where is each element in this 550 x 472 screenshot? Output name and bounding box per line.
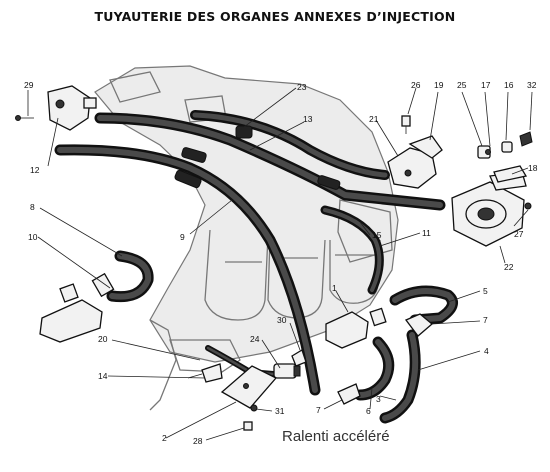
callout-24: 24 (250, 334, 260, 344)
callout-29: 29 (24, 80, 34, 90)
callout-19: 19 (434, 80, 444, 90)
callout-20: 20 (98, 334, 108, 344)
diagram-title: TUYAUTERIE DES ORGANES ANNEXES D’INJECTI… (94, 9, 456, 24)
hose-4 (379, 329, 421, 424)
callout-18: 18 (528, 163, 538, 173)
callout-5: 5 (483, 286, 488, 296)
part-26-bolt (401, 115, 411, 134)
callout-6: 6 (366, 406, 371, 416)
part-31-28-bolts (243, 404, 258, 431)
callout-2: 2 (162, 433, 167, 443)
hose-6 (354, 336, 395, 401)
part-12-valve (47, 85, 97, 131)
callout-13: 13 (303, 114, 313, 124)
hose-23-top (190, 110, 390, 180)
sleeve-mid (317, 175, 341, 190)
part-22-actuator (451, 171, 527, 247)
part-10-tee (39, 272, 115, 343)
callout-10: 10 (28, 232, 38, 242)
callout-28: 28 (193, 436, 203, 446)
callout-14: 14 (98, 371, 108, 381)
leader-lines (27, 87, 533, 441)
callout-3: 3 (376, 394, 381, 404)
hose-5 (389, 285, 458, 326)
part-24-sensor (273, 363, 301, 379)
sleeve-lower (174, 169, 202, 189)
callout-17: 17 (481, 80, 491, 90)
part-14-nozzle (187, 363, 223, 383)
callout-22: 22 (504, 262, 514, 272)
part-17-16-32-fittings (477, 131, 533, 159)
hoses (54, 110, 458, 424)
callout-7-right: 7 (483, 315, 488, 325)
callout-15: 15 (372, 230, 382, 240)
callout-4: 4 (484, 346, 489, 356)
callout-27: 27 (514, 229, 524, 239)
callout-30: 30 (277, 315, 287, 325)
callout-21: 21 (369, 114, 379, 124)
callout-8: 8 (30, 202, 35, 212)
part-7-fittings (337, 383, 361, 405)
callout-12: 12 (30, 165, 40, 175)
callout-1: 1 (332, 283, 337, 293)
callout-31: 31 (275, 406, 285, 416)
part-18-bracket (493, 165, 528, 183)
callout-25: 25 (457, 80, 467, 90)
part-21-regulator (387, 135, 443, 189)
part-1-tee (325, 307, 387, 349)
callout-9: 9 (180, 232, 185, 242)
hose-15 (320, 205, 384, 295)
part-29-screw (15, 115, 34, 121)
part-30-union (291, 349, 307, 367)
hose-9-long (54, 144, 321, 396)
sleeve-23 (235, 125, 253, 139)
callout-11: 11 (422, 228, 431, 238)
part-27-screw (524, 202, 532, 210)
callout-16: 16 (504, 80, 514, 90)
callout-26: 26 (411, 80, 421, 90)
caption-label: Ralenti accéléré (282, 428, 390, 445)
sleeve-upper (181, 147, 207, 163)
hose-8 (106, 250, 154, 303)
callout-32: 32 (527, 80, 537, 90)
callout-numbers: 29 12 23 13 26 19 25 17 16 32 21 18 8 9 … (24, 80, 538, 446)
callout-7-bottom: 7 (316, 405, 321, 415)
callout-23: 23 (297, 82, 307, 92)
